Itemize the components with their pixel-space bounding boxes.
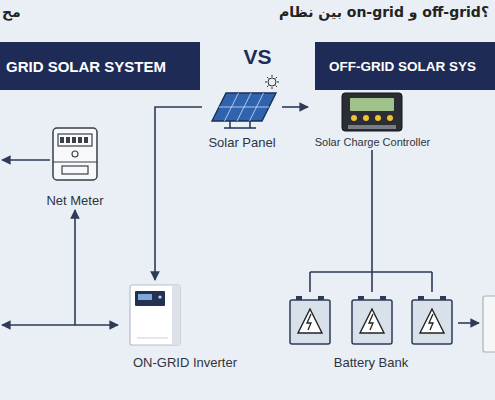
sun-icon (267, 86, 269, 88)
net-meter-icon (78, 137, 82, 143)
inverter-icon (158, 295, 161, 298)
node-label: Solar Charge Controller (315, 136, 431, 148)
inverter-icon (130, 285, 180, 345)
charge-controller-icon (348, 125, 396, 129)
inverter-icon (137, 338, 168, 339)
header-bar: GRID SOLAR SYSTEM (0, 42, 200, 90)
solar-panel: Solar Panel (202, 72, 282, 152)
charge-controller-icon (351, 115, 357, 121)
net-meter-icon (72, 137, 76, 143)
sun-icon (276, 86, 278, 88)
node-label: ON-GRID Inverter (133, 355, 237, 370)
connector (155, 107, 202, 280)
node-label: Battery Bank (334, 355, 408, 370)
net-meter-icon (84, 137, 88, 143)
grid-wires (2, 324, 75, 326)
net-meter-icon (62, 166, 88, 174)
header-text: GRID SOLAR SYSTEM (6, 58, 166, 75)
header-bar: OFF-GRID SOLAR SYS (315, 42, 495, 90)
charge-controller-icon (350, 98, 394, 111)
sun-icon (277, 82, 279, 83)
node-label: Net Meter (46, 193, 103, 208)
solar-panel-icon (250, 93, 264, 121)
net-meter-icon (58, 134, 92, 146)
net-meter-icon (66, 137, 70, 143)
solar-panel-icon (237, 93, 251, 121)
inverter-icon (130, 285, 180, 345)
battery-icons (290, 296, 452, 344)
charge-controller-icon (342, 93, 402, 131)
charge-controller: Solar Charge Controller (308, 90, 437, 150)
sun-icon (267, 77, 269, 79)
cropped-device (483, 296, 495, 352)
solar-panel-icon (212, 93, 276, 128)
grid-wires (2, 160, 479, 325)
charge-controller-icon (387, 115, 393, 121)
solar-panel-icon (229, 121, 231, 128)
charge-controller-icon (342, 93, 402, 131)
inverter-icon (138, 294, 152, 300)
net-meter-icon (60, 137, 64, 143)
net-meter-icon (53, 128, 97, 180)
charge-controller-icon (363, 115, 369, 121)
inverter: ON-GRID Inverter (118, 280, 252, 372)
connector (75, 210, 118, 325)
battery-icons (290, 296, 330, 344)
solar-panel-icon (219, 93, 269, 121)
net-meter: Net Meter (38, 124, 112, 210)
solar-panel-icon (249, 121, 251, 128)
charge-controller-icon (375, 115, 381, 121)
sun-icon (272, 87, 273, 89)
connector (282, 106, 308, 108)
battery-bank: Battery Bank (282, 292, 460, 372)
node-label: Solar Panel (208, 135, 275, 150)
cropped-device (483, 296, 495, 352)
solar-panel-icon (212, 93, 276, 121)
sun-icon (265, 75, 279, 89)
sun-icon (268, 78, 276, 86)
vs-label: VS (200, 45, 315, 69)
sun-icon (276, 77, 278, 79)
header-text: OFF-GRID SOLAR SYS (329, 59, 476, 74)
connector (310, 150, 432, 292)
battery-icons (412, 296, 452, 344)
sun-icon (272, 75, 273, 77)
net-meter-icon (72, 151, 78, 157)
solar-panel-icon (224, 127, 256, 129)
inverter-icon (135, 291, 165, 306)
grid-wires (458, 322, 479, 324)
sun-icon (265, 82, 267, 83)
solar-panel-icon (225, 93, 239, 121)
net-meter-icon (53, 128, 97, 180)
grid-wires (2, 159, 50, 161)
cropped-text: مح (2, 4, 21, 20)
net-meter-icon (53, 161, 97, 162)
solar-panel-icon (224, 121, 256, 128)
page-title: بین نظام on-grid و off-grid؟ (279, 4, 489, 20)
battery-icons (352, 296, 392, 344)
inverter-icon (172, 285, 180, 345)
